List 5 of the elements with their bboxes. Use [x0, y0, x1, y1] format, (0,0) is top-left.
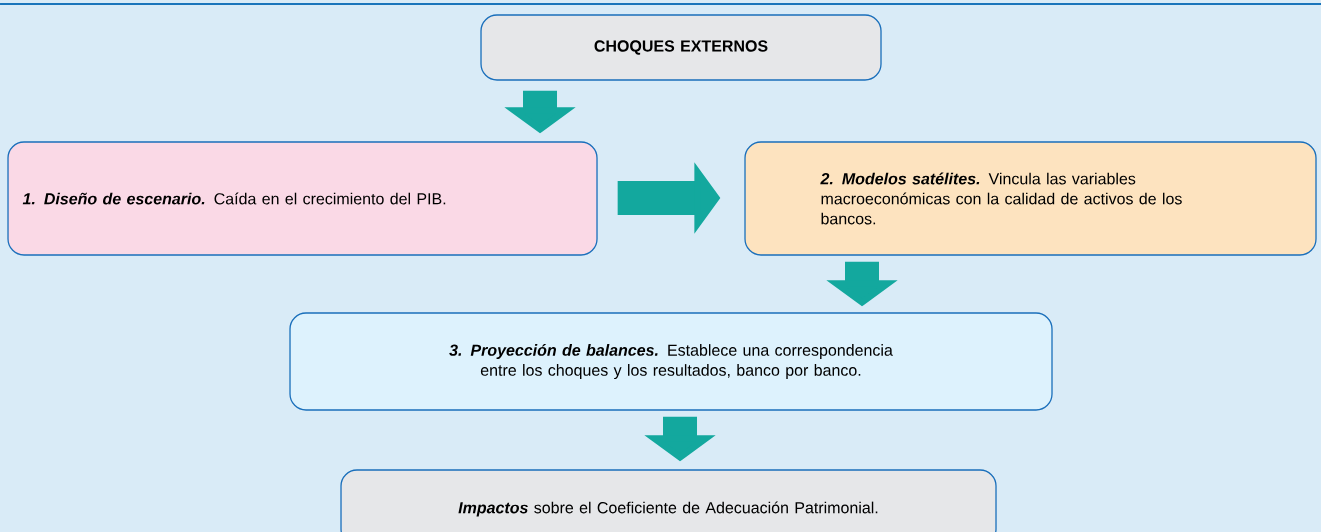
process-box: 1. Diseño de escenario. Caída en el crecimiento del PIB.: [7, 141, 598, 256]
process-box: 2. Modelos satélites. Vincula las variables macroeconómicas con la calidad de activos de los bancos.: [744, 141, 1317, 256]
process-box: CHOQUES EXTERNOS: [480, 14, 882, 81]
process-box: Impactos sobre el Coeficiente de Adecuación Patrimonial.: [340, 469, 997, 532]
process-box: 3. Proyección de balances. Establece una correspondencia entre los choques y los resultados, banco por banco.: [289, 312, 1053, 411]
